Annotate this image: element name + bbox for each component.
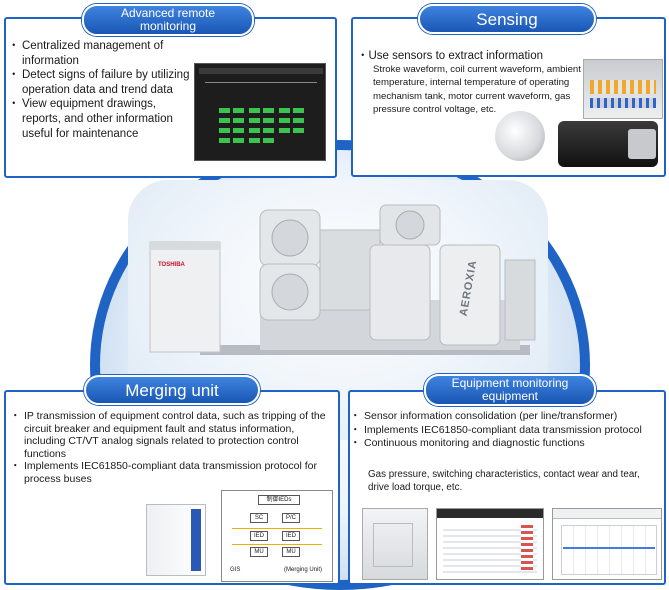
equipment-detail: Gas pressure, switching characteristics,… bbox=[368, 469, 640, 493]
switchgear-illustration bbox=[149, 204, 536, 355]
sensing-title: Sensing bbox=[418, 4, 596, 34]
diagram-ied-box: IED bbox=[250, 531, 268, 541]
merging-unit-device-image bbox=[146, 504, 206, 576]
title-line: Sensing bbox=[476, 9, 538, 29]
merging-unit-list: IP transmission of equipment control dat… bbox=[10, 410, 337, 486]
remote-monitoring-panel: Centralized management of information De… bbox=[4, 17, 337, 178]
diagram-pc-box: P/C bbox=[282, 513, 300, 523]
diagram-mu-box: MU bbox=[282, 547, 300, 557]
merging-unit-panel: IP transmission of equipment control dat… bbox=[4, 390, 340, 585]
diagram-top-box: 制御IEDs bbox=[258, 495, 300, 505]
list-item: View equipment drawings, reports, and ot… bbox=[8, 97, 195, 141]
diagram-sc-box: SC bbox=[250, 513, 268, 523]
diagram-gis-label: GIS bbox=[230, 567, 241, 573]
sensing-main-text: ・Use sensors to extract information bbox=[357, 50, 544, 62]
monitoring-table-screenshot bbox=[436, 508, 544, 580]
remote-monitoring-list: Centralized management of information De… bbox=[8, 39, 195, 141]
list-item: Implements IEC61850-compliant data trans… bbox=[350, 424, 666, 438]
product-brand: TOSHIBA bbox=[158, 262, 185, 268]
list-item: Continuous monitoring and diagnostic fun… bbox=[350, 437, 666, 451]
list-item: IP transmission of equipment control dat… bbox=[10, 410, 337, 460]
diagram-ied-box: IED bbox=[282, 531, 300, 541]
sensor-wiring-image bbox=[583, 59, 663, 119]
sensing-detail: Stroke waveform, coil current waveform, … bbox=[373, 64, 581, 115]
equipment-monitoring-panel: Sensor information consolidation (per li… bbox=[348, 390, 666, 585]
title-line: equipment bbox=[481, 389, 539, 403]
merging-unit-diagram: 制御IEDs SC P/C IED IED MU MU GIS (Merging… bbox=[221, 490, 333, 582]
encoder-sensor-image bbox=[495, 111, 545, 161]
sensing-panel: ・Use sensors to extract information Stro… bbox=[351, 17, 666, 177]
title-line: Equipment monitoring bbox=[451, 376, 569, 390]
motor-sensor-image bbox=[558, 121, 658, 167]
diagram-mu-box: MU bbox=[250, 547, 268, 557]
monitoring-cabinet-image bbox=[362, 508, 428, 580]
sensing-main: Use sensors to extract information bbox=[368, 50, 544, 62]
title-line: Advanced remote bbox=[120, 6, 216, 20]
monitoring-screen-image bbox=[194, 63, 326, 161]
diagram-mu-label: (Merging Unit) bbox=[284, 567, 323, 573]
equipment-monitoring-title: Equipment monitoring equipment bbox=[424, 374, 596, 406]
list-item: Centralized management of information bbox=[8, 39, 195, 68]
merging-unit-title: Merging unit bbox=[84, 375, 260, 405]
remote-monitoring-title: Advanced remote monitoring bbox=[82, 4, 254, 36]
equipment-monitoring-list: Sensor information consolidation (per li… bbox=[350, 410, 666, 451]
list-item: Sensor information consolidation (per li… bbox=[350, 410, 666, 424]
title-line: Merging unit bbox=[125, 380, 219, 400]
list-item: Implements IEC61850-compliant data trans… bbox=[10, 460, 337, 485]
title-line: monitoring bbox=[139, 19, 197, 33]
list-item: Detect signs of failure by utilizing ope… bbox=[8, 68, 195, 97]
monitoring-trend-screenshot bbox=[552, 508, 662, 580]
